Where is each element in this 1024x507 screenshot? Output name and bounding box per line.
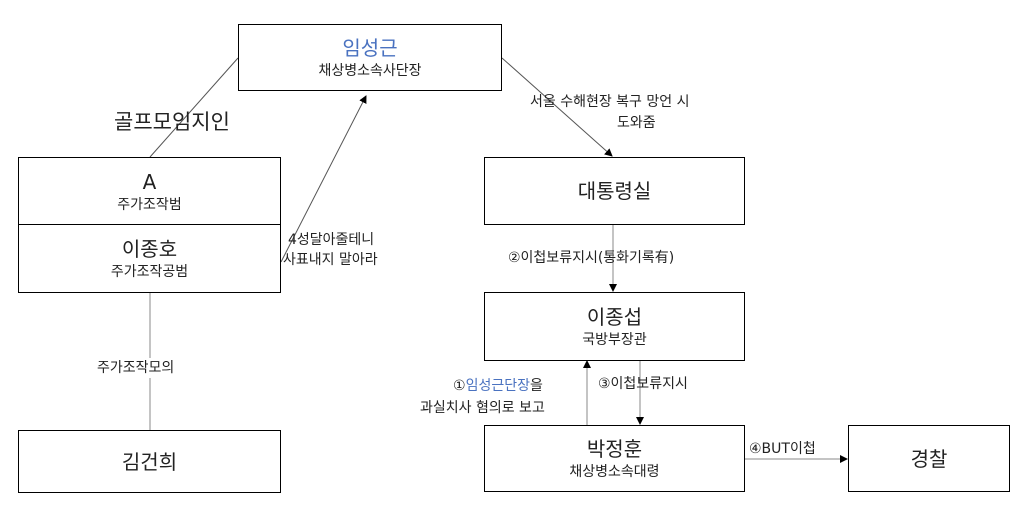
- label-promise-2: 사표내지 말아라: [283, 252, 378, 268]
- step1-name: 임성근단장: [465, 378, 530, 394]
- node-name: 임성근: [342, 35, 398, 60]
- node-name: 대통령실: [577, 179, 652, 203]
- label-step2: ②이첩보류지시(통화기록有): [508, 250, 675, 266]
- promise-arrow: [280, 95, 367, 263]
- node-lim: 임성근 채상병소속사단장: [238, 24, 502, 91]
- node-lee-jongho: 이종호 주가조작공범: [18, 224, 281, 293]
- seoul-arrow: [501, 57, 613, 157]
- node-role: 채상병소속대령: [569, 463, 660, 480]
- label-seoul-2: 도와줌: [617, 115, 656, 131]
- node-a: A 주가조작범: [18, 157, 281, 226]
- node-name: 경찰: [910, 446, 948, 471]
- node-role: 국방부장관: [582, 331, 647, 348]
- label-promise-1: 4성달아줄테니: [288, 232, 375, 248]
- label-seoul-1: 서울 수해현장 복구 망언 시: [530, 94, 690, 110]
- node-lee-jongseop: 이종섭 국방부장관: [484, 292, 745, 361]
- node-name: 박정훈: [586, 436, 643, 461]
- golf-line: [149, 57, 239, 158]
- node-name: 이종섭: [586, 304, 643, 329]
- node-office: 대통령실: [484, 157, 745, 225]
- label-step3: ③이첩보류지시: [598, 376, 688, 392]
- node-police: 경찰: [848, 425, 1010, 492]
- node-park: 박정훈 채상병소속대령: [484, 425, 745, 492]
- node-role: 채상병소속사단장: [318, 62, 422, 79]
- label-step1-line2: 과실치사 혐의로 보고: [420, 400, 545, 416]
- label-golf: 골프모임지인: [114, 110, 230, 134]
- label-stock: 주가조작모의: [97, 358, 175, 378]
- step1-prefix: ①: [453, 378, 466, 394]
- node-role: 주가조작범: [117, 196, 182, 213]
- label-step1: ①임성근단장을: [453, 376, 543, 396]
- label-step4: ④BUT이첩: [749, 441, 816, 457]
- node-kim: 김건희: [18, 430, 281, 493]
- step1-suffix: 을: [529, 378, 543, 394]
- node-name: 김건희: [121, 449, 178, 474]
- node-role: 주가조작공범: [110, 263, 189, 280]
- node-name: 이종호: [121, 236, 178, 261]
- node-name: A: [142, 169, 157, 194]
